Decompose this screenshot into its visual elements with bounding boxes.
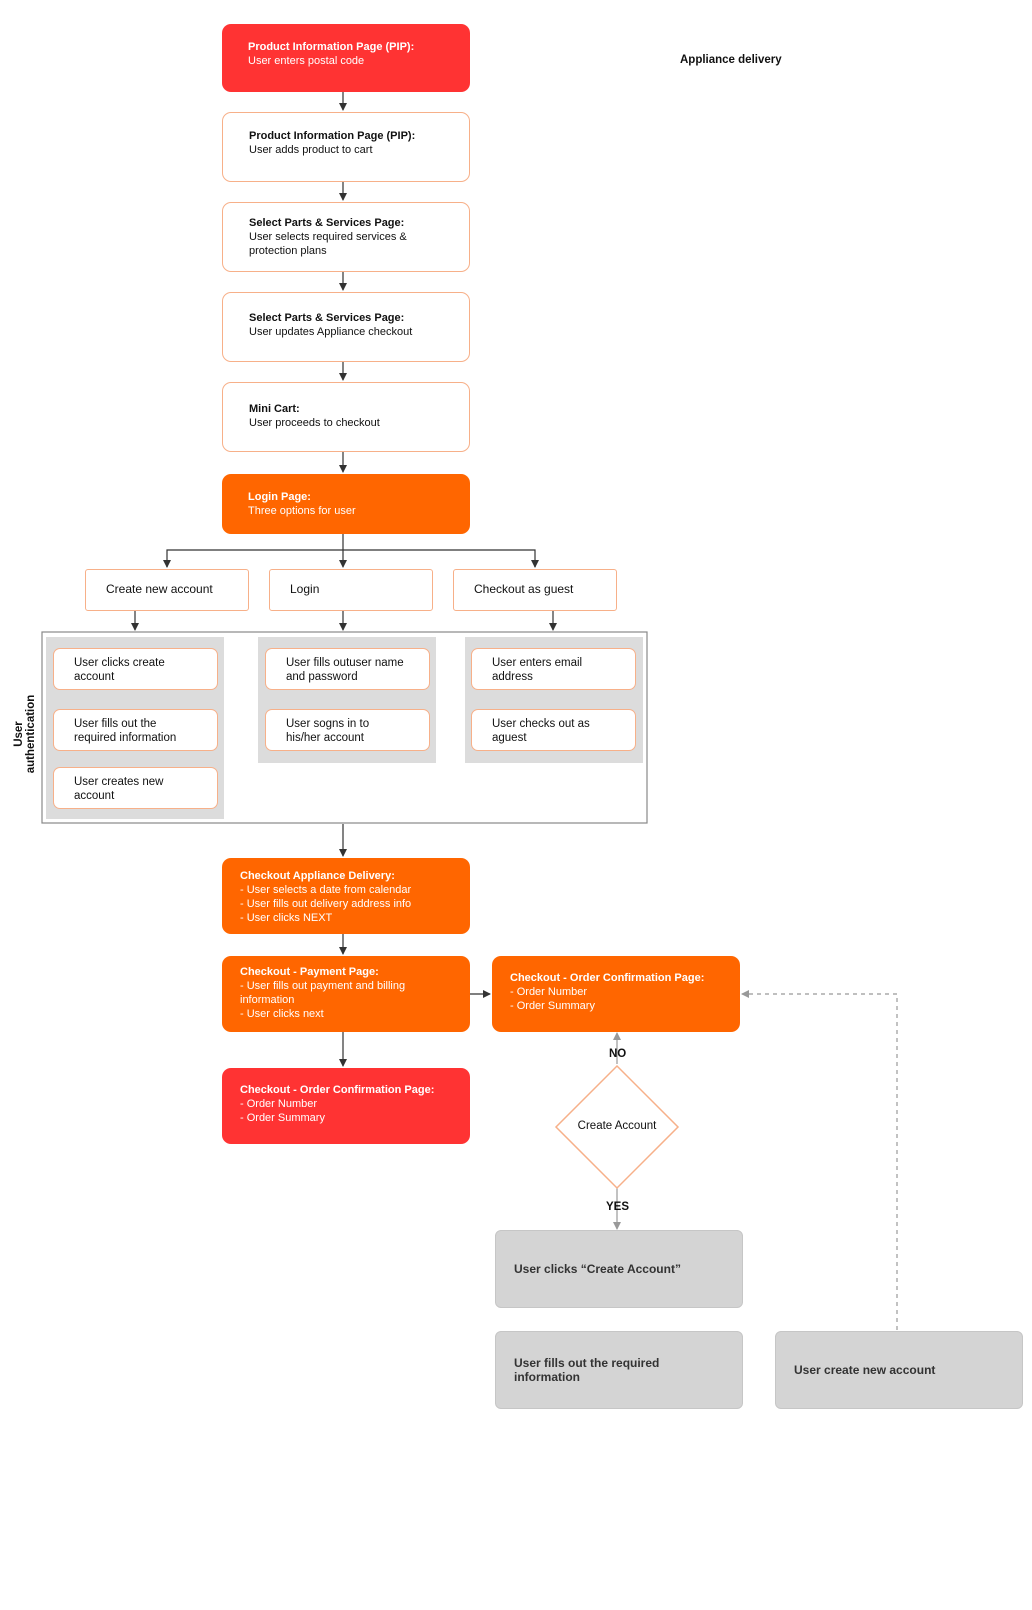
flow-step-login-page: Login Page: Three options for user (222, 474, 470, 534)
step-text: - Order Number - Order Summary (240, 1098, 325, 1124)
step-text: - User fills out payment and billing inf… (240, 980, 406, 1020)
flow-step-checkout-delivery: Checkout Appliance Delivery: - User sele… (222, 858, 470, 934)
gray-step-create-account: User create new account (775, 1331, 1023, 1409)
step-text: User adds product to cart (249, 144, 373, 156)
step-text: User proceeds to checkout (249, 417, 380, 429)
step-title: Mini Cart: (249, 403, 300, 415)
flow-step-parts-services: Select Parts & Services Page: User selec… (222, 202, 470, 272)
branch-line (166, 549, 536, 567)
step-title: Select Parts & Services Page: (249, 217, 405, 229)
flow-step-mini-cart: Mini Cart: User proceeds to checkout (222, 382, 470, 452)
step-title: Product Information Page (PIP): (248, 41, 415, 53)
auth-step: User clicks create account (53, 648, 218, 690)
step-title: Login Page: (248, 491, 311, 503)
flow-step-parts-update: Select Parts & Services Page: User updat… (222, 292, 470, 362)
decision-yes-label: YES (606, 1201, 630, 1213)
step-text: User selects required services & protect… (249, 231, 407, 257)
step-title: Product Information Page (PIP): (249, 130, 416, 142)
step-text: - Order Number - Order Summary (510, 986, 595, 1012)
flow-step-order-confirmation-side: Checkout - Order Confirmation Page: - Or… (492, 956, 740, 1032)
step-text: - User selects a date from calendar - Us… (240, 884, 412, 924)
option-create-account: Create new account (85, 569, 249, 611)
step-text: User updates Appliance checkout (249, 326, 413, 338)
decision-label: Create Account (577, 1120, 657, 1132)
step-title: Checkout - Order Confirmation Page: (510, 972, 705, 984)
auth-step: User enters email address (471, 648, 636, 690)
gray-step-click-create: User clicks “Create Account” (495, 1230, 743, 1308)
step-text: User enters postal code (248, 55, 365, 67)
auth-step: User checks out as aguest (471, 709, 636, 751)
decision-no-label: NO (609, 1048, 627, 1060)
option-checkout-guest: Checkout as guest (453, 569, 617, 611)
flow-step-pip-cart: Product Information Page (PIP): User add… (222, 112, 470, 182)
gray-step-fill-info: User fills out the required information (495, 1331, 743, 1409)
decision-diamond (554, 1064, 680, 1190)
step-title: Checkout - Order Confirmation Page: (240, 1084, 435, 1096)
option-login: Login (269, 569, 433, 611)
side-label: User authentication (13, 694, 37, 774)
step-title: Checkout Appliance Delivery: (240, 870, 395, 882)
step-text: Three options for user (248, 505, 356, 517)
flow-step-order-confirmation: Checkout - Order Confirmation Page: - Or… (222, 1068, 470, 1144)
auth-step: User sogns in to his/her account (265, 709, 430, 751)
top-label: Appliance delivery (680, 54, 782, 66)
auth-step: User fills out the required information (53, 709, 218, 751)
auth-step: User fills outuser name and password (265, 648, 430, 690)
step-title: Checkout - Payment Page: (240, 966, 379, 978)
step-title: Select Parts & Services Page: (249, 312, 405, 324)
flow-step-pip-postal: Product Information Page (PIP): User ent… (222, 24, 470, 92)
auth-frame (41, 631, 648, 824)
flow-step-checkout-payment: Checkout - Payment Page: - User fills ou… (222, 956, 470, 1032)
dashed-return-arrow (741, 990, 898, 1330)
auth-step: User creates new account (53, 767, 218, 809)
